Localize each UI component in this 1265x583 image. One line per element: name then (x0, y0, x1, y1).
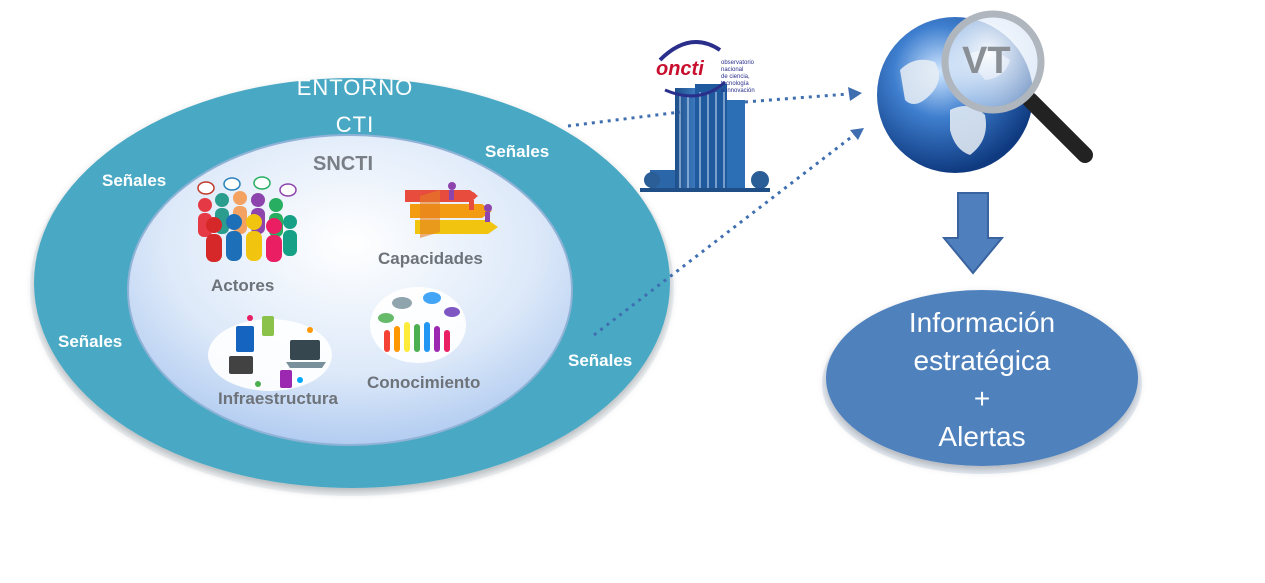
oncti-swoosh (658, 40, 727, 98)
output-ellipse (826, 290, 1138, 466)
conocimiento-label: Conocimiento (367, 373, 481, 392)
infraestructura-icon (208, 315, 332, 391)
capacidades-icon (405, 182, 498, 238)
oncti-logo: oncti (656, 58, 704, 80)
output-line-4: Alertas (938, 421, 1026, 452)
output-line-1: Información (908, 307, 1056, 338)
sncti-title: SNCTI (313, 153, 373, 175)
dotted-arrowhead-bottom (850, 128, 864, 140)
capacidades-label: Capacidades (378, 249, 483, 268)
signal-label-top-left: Señales (102, 171, 167, 190)
sncti-ellipse (127, 134, 573, 446)
magnifier-icon (941, 10, 1093, 163)
cti-title: CTI (335, 112, 375, 137)
down-arrow (941, 192, 1005, 275)
dotted-arrowhead-top (848, 87, 862, 101)
actores-label: Actores (211, 276, 275, 295)
entorno-title: ENTORNO (296, 75, 414, 100)
infraestructura-label: Infraestructura (218, 389, 338, 408)
output-text: Información estratégica + Alertas (852, 304, 1112, 456)
output-line-2: estratégica (913, 345, 1051, 376)
oncti-tagline: observatorio nacional de ciencia, tecnol… (721, 60, 755, 94)
conocimiento-icon (370, 287, 466, 363)
dotted-connectors (567, 92, 859, 337)
actores-icon (197, 176, 297, 262)
vt-label: VT (962, 40, 1011, 82)
signal-label-top-right: Señales (485, 142, 550, 161)
signal-label-bottom-right: Señales (568, 351, 633, 370)
signal-label-bottom-left: Señales (58, 332, 123, 351)
output-line-3: + (973, 383, 991, 414)
